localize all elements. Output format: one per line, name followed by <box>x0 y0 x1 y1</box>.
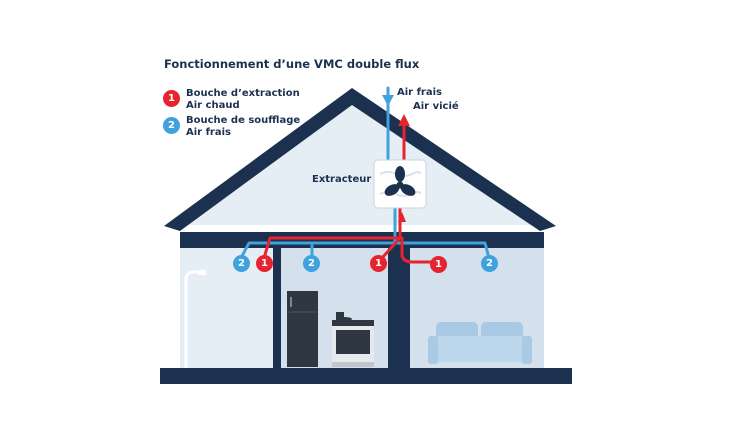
legend-extraction-label: Bouche d’extraction <box>186 88 300 99</box>
stove-icon <box>332 312 374 367</box>
label-air-frais: Air frais <box>397 87 442 98</box>
partition-2 <box>388 248 410 368</box>
ceiling-beam <box>180 232 544 248</box>
floor <box>160 368 572 384</box>
marker-soufflage: 2 <box>233 255 250 272</box>
marker-extraction: 1 <box>256 255 273 272</box>
marker-extraction: 1 <box>430 256 447 273</box>
fridge-icon <box>287 291 318 367</box>
shower-icon <box>184 270 206 368</box>
fan-icon <box>384 166 416 196</box>
diagram-title: Fonctionnement d’une VMC double flux <box>164 57 420 71</box>
sofa-icon <box>428 322 532 364</box>
legend-soufflage-sub: Air frais <box>186 127 231 138</box>
legend-number-1: 1 <box>163 90 180 107</box>
hot-air-ducts <box>262 114 434 264</box>
legend-extraction-sub: Air chaud <box>186 100 240 111</box>
legend-soufflage-label: Bouche de soufflage <box>186 115 301 126</box>
air-in-arrow <box>382 95 394 106</box>
marker-soufflage: 2 <box>303 255 320 272</box>
air-out-arrow <box>398 114 410 126</box>
marker-soufflage: 2 <box>481 255 498 272</box>
legend-soufflage: 2 Bouche de soufflage Air frais <box>163 115 300 139</box>
attic <box>174 88 536 225</box>
marker-extraction: 1 <box>370 255 387 272</box>
label-extracteur: Extracteur <box>312 174 372 185</box>
legend-extraction: 1 Bouche d’extraction Air chaud <box>163 88 300 112</box>
partition-1 <box>273 248 281 368</box>
legend-number-2: 2 <box>163 117 180 134</box>
label-air-vicie: Air vicié <box>413 101 459 112</box>
